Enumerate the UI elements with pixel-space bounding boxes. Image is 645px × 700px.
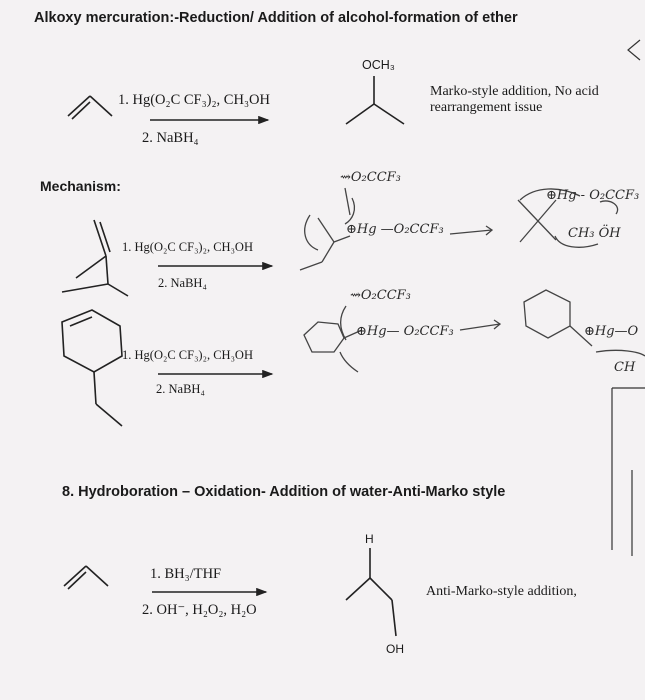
mechanism-label: Mechanism: — [40, 178, 121, 194]
mech-row2-hand-right-top: ⊕Hg—O — [584, 324, 639, 339]
mech-row1-hand-right-bot: CH₃ ÖH — [568, 226, 621, 241]
mech-row2-hand-mid: ⊕Hg— O₂CCF₃ — [356, 324, 454, 339]
section8-heading: 8. Hydroboration – Oxidation- Addition o… — [62, 484, 506, 500]
alcohol-product — [345, 548, 397, 637]
mech-row1-hand-right-top: ⊕Hg - O₂CCF₃ — [546, 188, 640, 203]
product-label-och3: OCH₃ — [362, 58, 395, 72]
page-edge-mark — [627, 39, 641, 61]
cyclohexene-reactant — [61, 309, 123, 427]
mech-row2-step1: 1. Hg(O₂C CF₃)₂, CH₃OH — [122, 348, 253, 362]
section8-step1: 1. BH₃/THF — [150, 566, 222, 582]
margin-box-fragment — [611, 387, 645, 556]
mercurinium-sketch-1 — [299, 187, 619, 271]
reaction1-note-line2: rearrangement issue — [430, 100, 543, 115]
alkene-reactant-2 — [61, 219, 129, 297]
reaction1-step2: 2. NaBH₄ — [142, 130, 199, 146]
section8-step2: 2. OH⁻, H₂O₂, H₂O — [142, 602, 257, 618]
mech-row2-hand-right-bot: CH — [614, 360, 636, 375]
propene-reactant-3 — [63, 565, 109, 590]
mech-row1-hand-top: ⇝O₂CCF₃ — [340, 170, 401, 185]
reaction1-note-line1: Marko-style addition, No acid — [430, 84, 599, 99]
mech-row1-step1: 1. Hg(O₂C CF₃)₂, CH₃OH — [122, 240, 253, 254]
mech-row2-hand-top: ⇝O₂CCF₃ — [350, 288, 411, 303]
mech-row1-hand-mid: ⊕Hg —O₂CCF₃ — [346, 222, 444, 237]
ether-product — [345, 76, 405, 125]
mech-row2-step2: 2. NaBH₄ — [156, 382, 205, 396]
mercurinium-sketch-2 — [303, 289, 645, 373]
reaction1-step1: 1. Hg(O₂C CF₃)₂, CH₃OH — [118, 92, 270, 108]
product-label-h: H — [365, 532, 374, 546]
section8-note: Anti-Marko-style addition, — [426, 584, 577, 599]
product-label-oh: OH — [386, 642, 404, 656]
page-title: Alkoxy mercuration:-Reduction/ Addition … — [34, 10, 518, 26]
mech-row1-step2: 2. NaBH₄ — [158, 276, 207, 290]
propene-reactant-1 — [67, 95, 113, 120]
